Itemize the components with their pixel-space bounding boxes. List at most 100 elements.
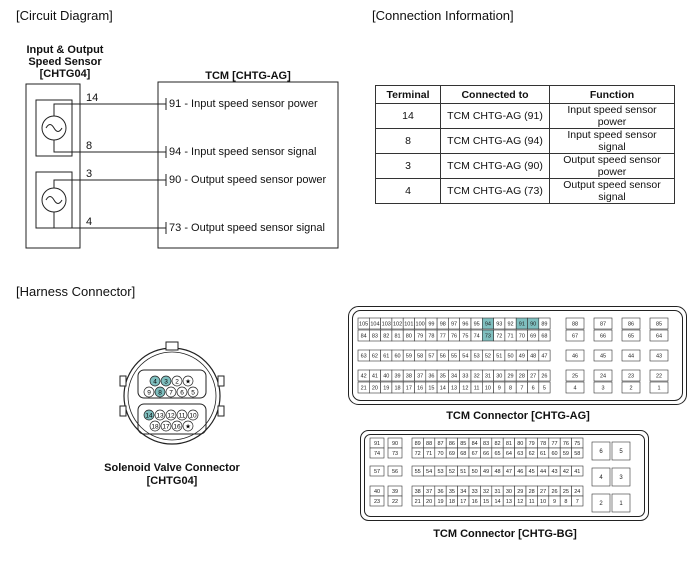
pin-label: 3 (601, 385, 604, 391)
pin-label: 42 (563, 469, 569, 475)
pin-label: 76 (451, 333, 457, 339)
pin-label: 29 (507, 373, 513, 379)
pin-label: 14 (494, 499, 500, 505)
pin-label: 38 (415, 489, 421, 495)
pin-label: 40 (383, 373, 389, 379)
pin-label: 18 (394, 385, 400, 391)
pin-label: 24 (600, 373, 606, 379)
cell-connected-to: TCM CHTG-AG (73) (440, 178, 550, 204)
table-row: 3 TCM CHTG-AG (90) Output speed sensor p… (375, 153, 675, 179)
pin-label: 16 (417, 385, 423, 391)
pin-label: 17 (406, 385, 412, 391)
table-row: 14 TCM CHTG-AG (91) Input speed sensor p… (375, 103, 675, 129)
wire-terminal-14: 14 (86, 92, 99, 104)
pin-label: 41 (574, 469, 580, 475)
circuit-diagram-header: [Circuit Diagram] (16, 8, 113, 23)
pin-label: 50 (472, 469, 478, 475)
pin-label: 71 (426, 451, 432, 457)
solenoid-pin (171, 375, 183, 387)
solenoid-pin-label: 7 (169, 389, 173, 396)
pin-label: 68 (541, 333, 547, 339)
cell-terminal: 8 (375, 128, 441, 154)
pin-label: 75 (574, 441, 580, 447)
pin-label: 36 (428, 373, 434, 379)
pin-cell (593, 317, 613, 330)
pin-cell (538, 349, 551, 362)
pin-label: 47 (506, 469, 512, 475)
solenoid-pin (187, 409, 199, 421)
cell-function: Output speed sensor power (549, 153, 675, 179)
pin-label: 25 (572, 373, 578, 379)
pin-label: 99 (428, 321, 434, 327)
pin-number: 91 (169, 98, 182, 110)
pin-label: 92 (507, 321, 513, 327)
cell-terminal: 4 (375, 178, 441, 204)
cell-function: Output speed sensor signal (549, 178, 675, 204)
pin-label: 44 (628, 353, 634, 359)
pin-function: - Output speed sensor power (184, 174, 327, 186)
pin-label: 6 (599, 449, 603, 455)
solenoid-pin (154, 386, 166, 398)
pin-label: 53 (474, 353, 480, 359)
pin-label: 24 (574, 489, 580, 495)
tcm-box (157, 81, 339, 249)
sensor-title-line3: [CHTG04] (39, 68, 91, 80)
pin-cell (369, 465, 385, 477)
sensor-box (25, 83, 81, 249)
harness-connector-header: [Harness Connector] (16, 284, 136, 299)
pin-label: 45 (529, 469, 535, 475)
pin-label: 5 (619, 449, 623, 455)
pin-label: 1 (619, 501, 623, 507)
pin-label: 65 (628, 333, 634, 339)
pin-label: 51 (496, 353, 502, 359)
pin-label: 16 (472, 499, 478, 505)
pin-label: 11 (474, 385, 480, 391)
pin-label: 71 (507, 333, 513, 339)
tcm-pin-94: 94 - Input speed sensor signal (169, 146, 316, 158)
pin-number: 94 (169, 146, 182, 158)
solenoid-pin (143, 386, 155, 398)
pin-label: 73 (485, 333, 491, 339)
pin-label: 44 (540, 469, 546, 475)
pin-label: 89 (415, 441, 421, 447)
pin-label: 70 (437, 451, 443, 457)
pin-label: 10 (540, 499, 546, 505)
pin-cell (538, 317, 551, 330)
col-connected-to: Connected to (440, 85, 550, 104)
pin-label: 68 (460, 451, 466, 457)
wire-14 (53, 103, 166, 116)
pin-label: 70 (519, 333, 525, 339)
pin-cell (611, 441, 631, 461)
pin-label: 22 (656, 373, 662, 379)
table-row: 4 TCM CHTG-AG (73) Output speed sensor s… (375, 178, 675, 204)
pin-label: 72 (415, 451, 421, 457)
solenoid-pin (165, 409, 177, 421)
pin-label: 67 (472, 451, 478, 457)
cell-terminal: 14 (375, 103, 441, 129)
pin-cell (649, 329, 669, 342)
pin-label: 64 (506, 451, 512, 457)
wire-4 (53, 212, 166, 229)
solenoid-pin (171, 420, 183, 432)
pin-label: 27 (540, 489, 546, 495)
tcm-pin-91: 91 - Input speed sensor power (169, 98, 318, 110)
pin-label: 69 (449, 451, 455, 457)
pin-label: 62 (529, 451, 535, 457)
pin-label: 23 (628, 373, 634, 379)
pin-cell (621, 369, 641, 382)
tcm-pin-90: 90 - Output speed sensor power (169, 174, 326, 186)
pin-label: 79 (417, 333, 423, 339)
pin-label: 25 (563, 489, 569, 495)
pin-label: 17 (460, 499, 466, 505)
solenoid-pin (176, 409, 188, 421)
pin-label: 56 (440, 353, 446, 359)
pin-label: 64 (656, 333, 662, 339)
pin-label: 51 (460, 469, 466, 475)
wire-8 (53, 140, 166, 153)
pin-function: - Output speed sensor signal (184, 222, 325, 234)
pin-cell (593, 381, 613, 394)
pin-cell (387, 447, 403, 459)
pin-label: 49 (483, 469, 489, 475)
